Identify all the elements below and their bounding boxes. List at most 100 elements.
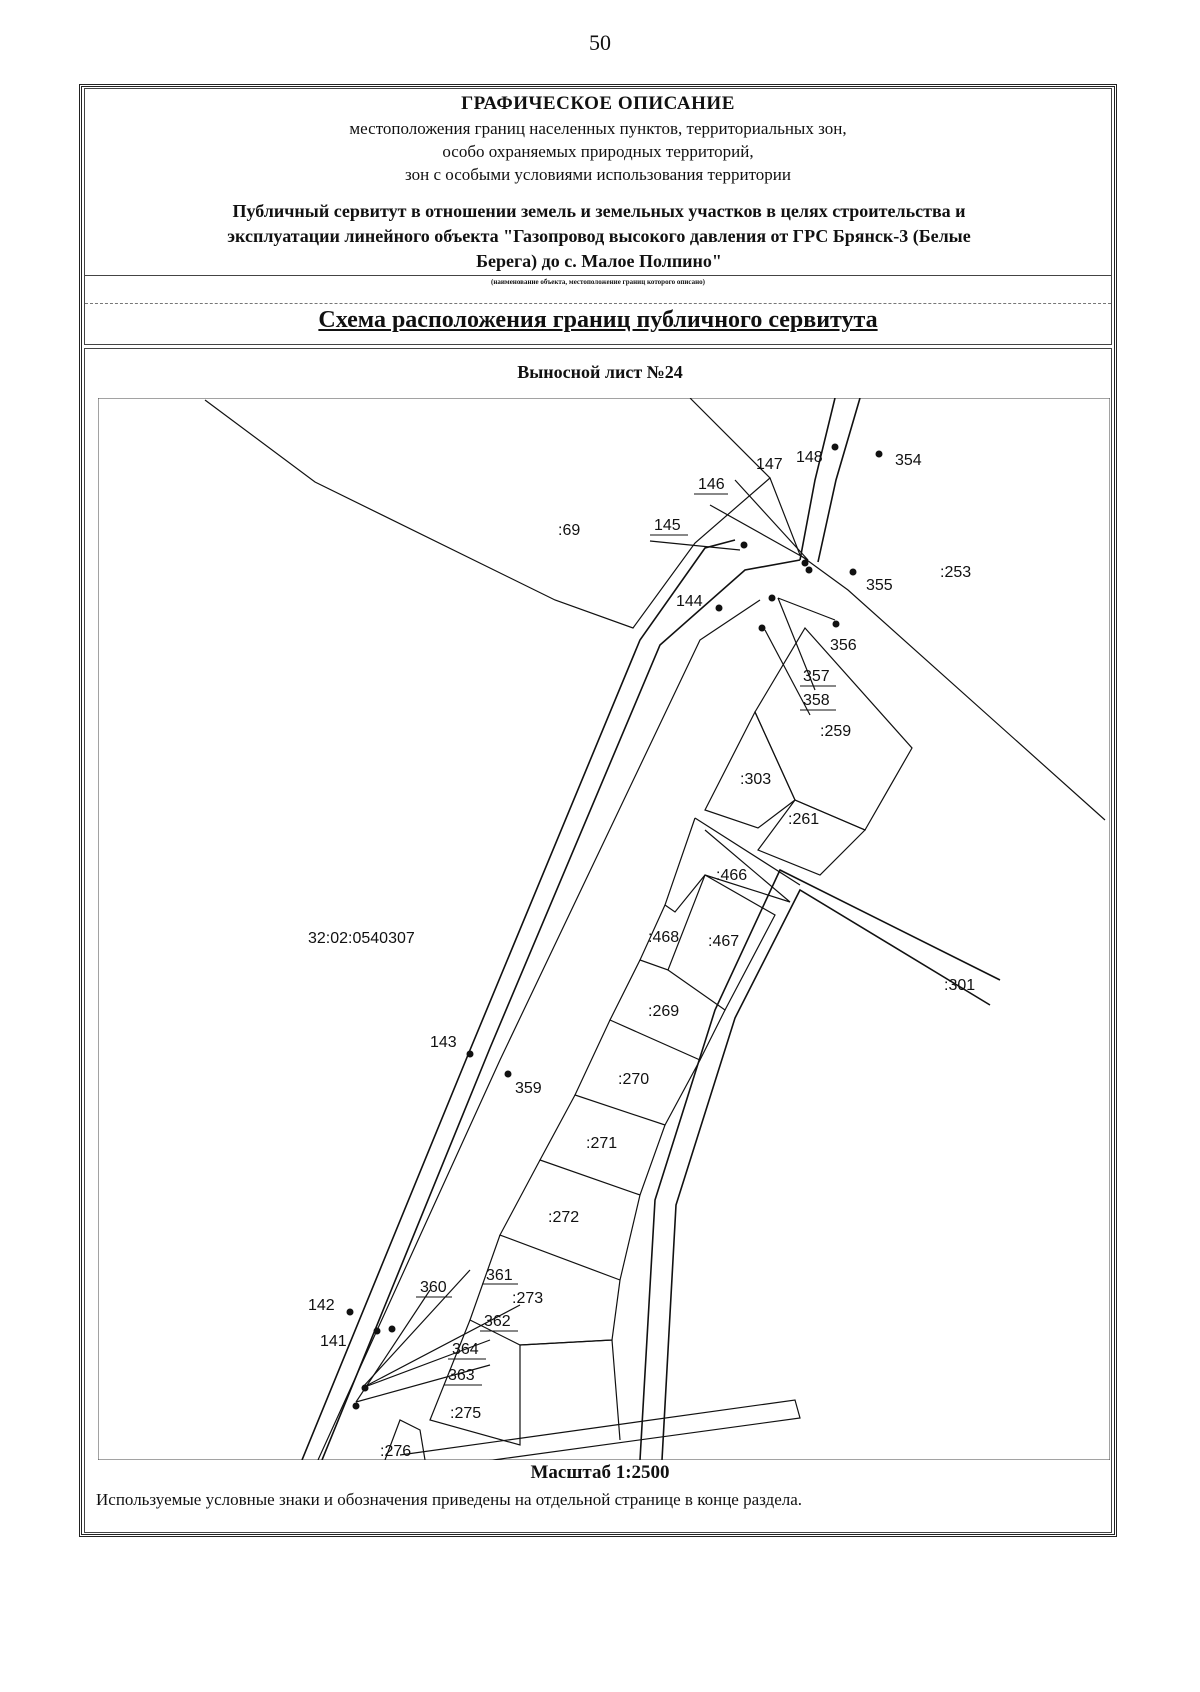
object-name-line: Берега) до с. Малое Полпино": [476, 251, 722, 271]
point-label: 142: [308, 1297, 335, 1314]
object-name-line: Публичный сервитут в отношении земель и …: [232, 201, 966, 221]
point-labels: 147 148 354 146 145 355 144 356 357 358 …: [308, 449, 922, 1384]
parcel-label: :467: [708, 933, 739, 950]
road-strip: [321, 559, 801, 1460]
point-label: 361: [486, 1267, 513, 1284]
boundary-point-358: [758, 624, 766, 632]
description-line: местоположения границ населенных пунктов…: [349, 119, 847, 138]
parcel-label: :272: [548, 1209, 579, 1226]
road-south: [399, 1399, 801, 1460]
point-label: 356: [830, 637, 857, 654]
document-title: ГРАФИЧЕСКОЕ ОПИСАНИЕ: [461, 93, 735, 114]
point-label: 358: [803, 692, 830, 709]
parcel-303: [704, 710, 796, 829]
parcel-270: [574, 1019, 701, 1126]
point-label: 362: [484, 1313, 511, 1330]
point-label: 144: [676, 593, 703, 610]
parcel-boundary-253: [769, 477, 1106, 821]
cadastral-map: 32:02:0540307 :69 :253 :259 :303 :261 :4…: [98, 398, 1110, 1460]
parcel-467: [667, 874, 776, 1011]
parcel-label: :466: [716, 867, 747, 884]
boundary-point-360: [388, 1325, 396, 1333]
boundary-point-141: [373, 1327, 381, 1335]
point-label: 357: [803, 668, 830, 685]
parcel-271: [539, 1094, 666, 1196]
point-label: 145: [654, 517, 681, 534]
parcel-label: :270: [618, 1071, 649, 1088]
parcel-276: [384, 1419, 426, 1460]
parcel-275: [429, 1319, 521, 1446]
point-label: 146: [698, 476, 725, 493]
label-underlines: [416, 493, 836, 1386]
header-block: ГРАФИЧЕСКОЕ ОПИСАНИЕ местоположения гран…: [84, 88, 1112, 345]
parcel-label: :303: [740, 771, 771, 788]
boundary-point-143: [466, 1050, 474, 1058]
road-strip: [639, 868, 1001, 1460]
point-label: 360: [420, 1279, 447, 1296]
scheme-title: Схема расположения границ публичного сер…: [318, 307, 878, 333]
parcel-275-east: [519, 1339, 621, 1441]
parcel-label: :301: [944, 977, 975, 994]
description-line: особо охраняемых природных территорий,: [442, 142, 754, 161]
point-label: 364: [452, 1341, 479, 1358]
sheet-title: Выносной лист №24: [517, 362, 683, 382]
boundary-point-146: [805, 566, 813, 574]
document-frame: [79, 84, 1117, 1537]
boundary-point-359: [504, 1070, 512, 1078]
boundary-point-363: [352, 1402, 360, 1410]
boundary-point-145: [740, 541, 748, 549]
map-section: [84, 348, 1112, 1533]
page-number: 50: [589, 30, 611, 55]
boundary-point-142: [346, 1308, 354, 1316]
parcel-label: :275: [450, 1405, 481, 1422]
parcel-468: [639, 874, 706, 971]
road-strip: [799, 398, 836, 561]
legend-note: Используемые условные знаки и обозначени…: [96, 1490, 803, 1509]
boundary-point-364: [361, 1384, 369, 1392]
parcel-labels: 32:02:0540307 :69 :253 :259 :303 :261 :4…: [308, 522, 975, 1460]
parcel-label: :259: [820, 723, 851, 740]
boundary-point-148: [831, 443, 839, 451]
parcel-label: :253: [940, 564, 971, 581]
parcel-label: :468: [648, 929, 679, 946]
parcel-label: :269: [648, 1003, 679, 1020]
parcel-269: [609, 959, 726, 1061]
street-301: [694, 817, 801, 903]
description-line: зон с особыми условиями использования те…: [405, 165, 791, 184]
parcel-label: :273: [512, 1290, 543, 1307]
parcel-466: [664, 817, 791, 913]
map-scale: Масштаб 1:2500: [530, 1462, 670, 1483]
divider: [85, 303, 1111, 304]
boundary-point-355: [849, 568, 857, 576]
point-label: 359: [515, 1080, 542, 1097]
quarter-label: 32:02:0540307: [308, 930, 415, 947]
boundary-point-144: [715, 604, 723, 612]
boundary-point-354: [875, 450, 883, 458]
object-name: Публичный сервитут в отношении земель и …: [125, 199, 1073, 274]
parcel-label: :271: [586, 1135, 617, 1152]
boundary-point-357: [768, 594, 776, 602]
road-strip: [317, 599, 761, 1460]
point-label: 363: [448, 1367, 475, 1384]
divider: [85, 275, 1111, 276]
point-label: 355: [866, 577, 893, 594]
parcel-label: :276: [380, 1443, 411, 1460]
map-frame: [98, 398, 1110, 1460]
point-label: 143: [430, 1034, 457, 1051]
boundary-point-356: [832, 620, 840, 628]
object-name-line: эксплуатации линейного объекта "Газопров…: [227, 226, 971, 246]
point-label: 141: [320, 1333, 347, 1350]
point-label: 148: [796, 449, 823, 466]
parcel-272: [499, 1159, 641, 1281]
point-label: 354: [895, 452, 922, 469]
road-strip: [301, 539, 736, 1460]
road-strip: [661, 888, 991, 1460]
parcel-261: [757, 799, 867, 876]
boundary-points: [346, 443, 883, 1410]
object-caption: (наименование объекта, местоположение гр…: [491, 278, 705, 286]
servitude-rays: [355, 479, 836, 1403]
boundary-point-147: [801, 559, 809, 567]
parcel-label: :261: [788, 811, 819, 828]
map-linework: [204, 398, 1106, 1460]
point-label: 147: [756, 456, 783, 473]
